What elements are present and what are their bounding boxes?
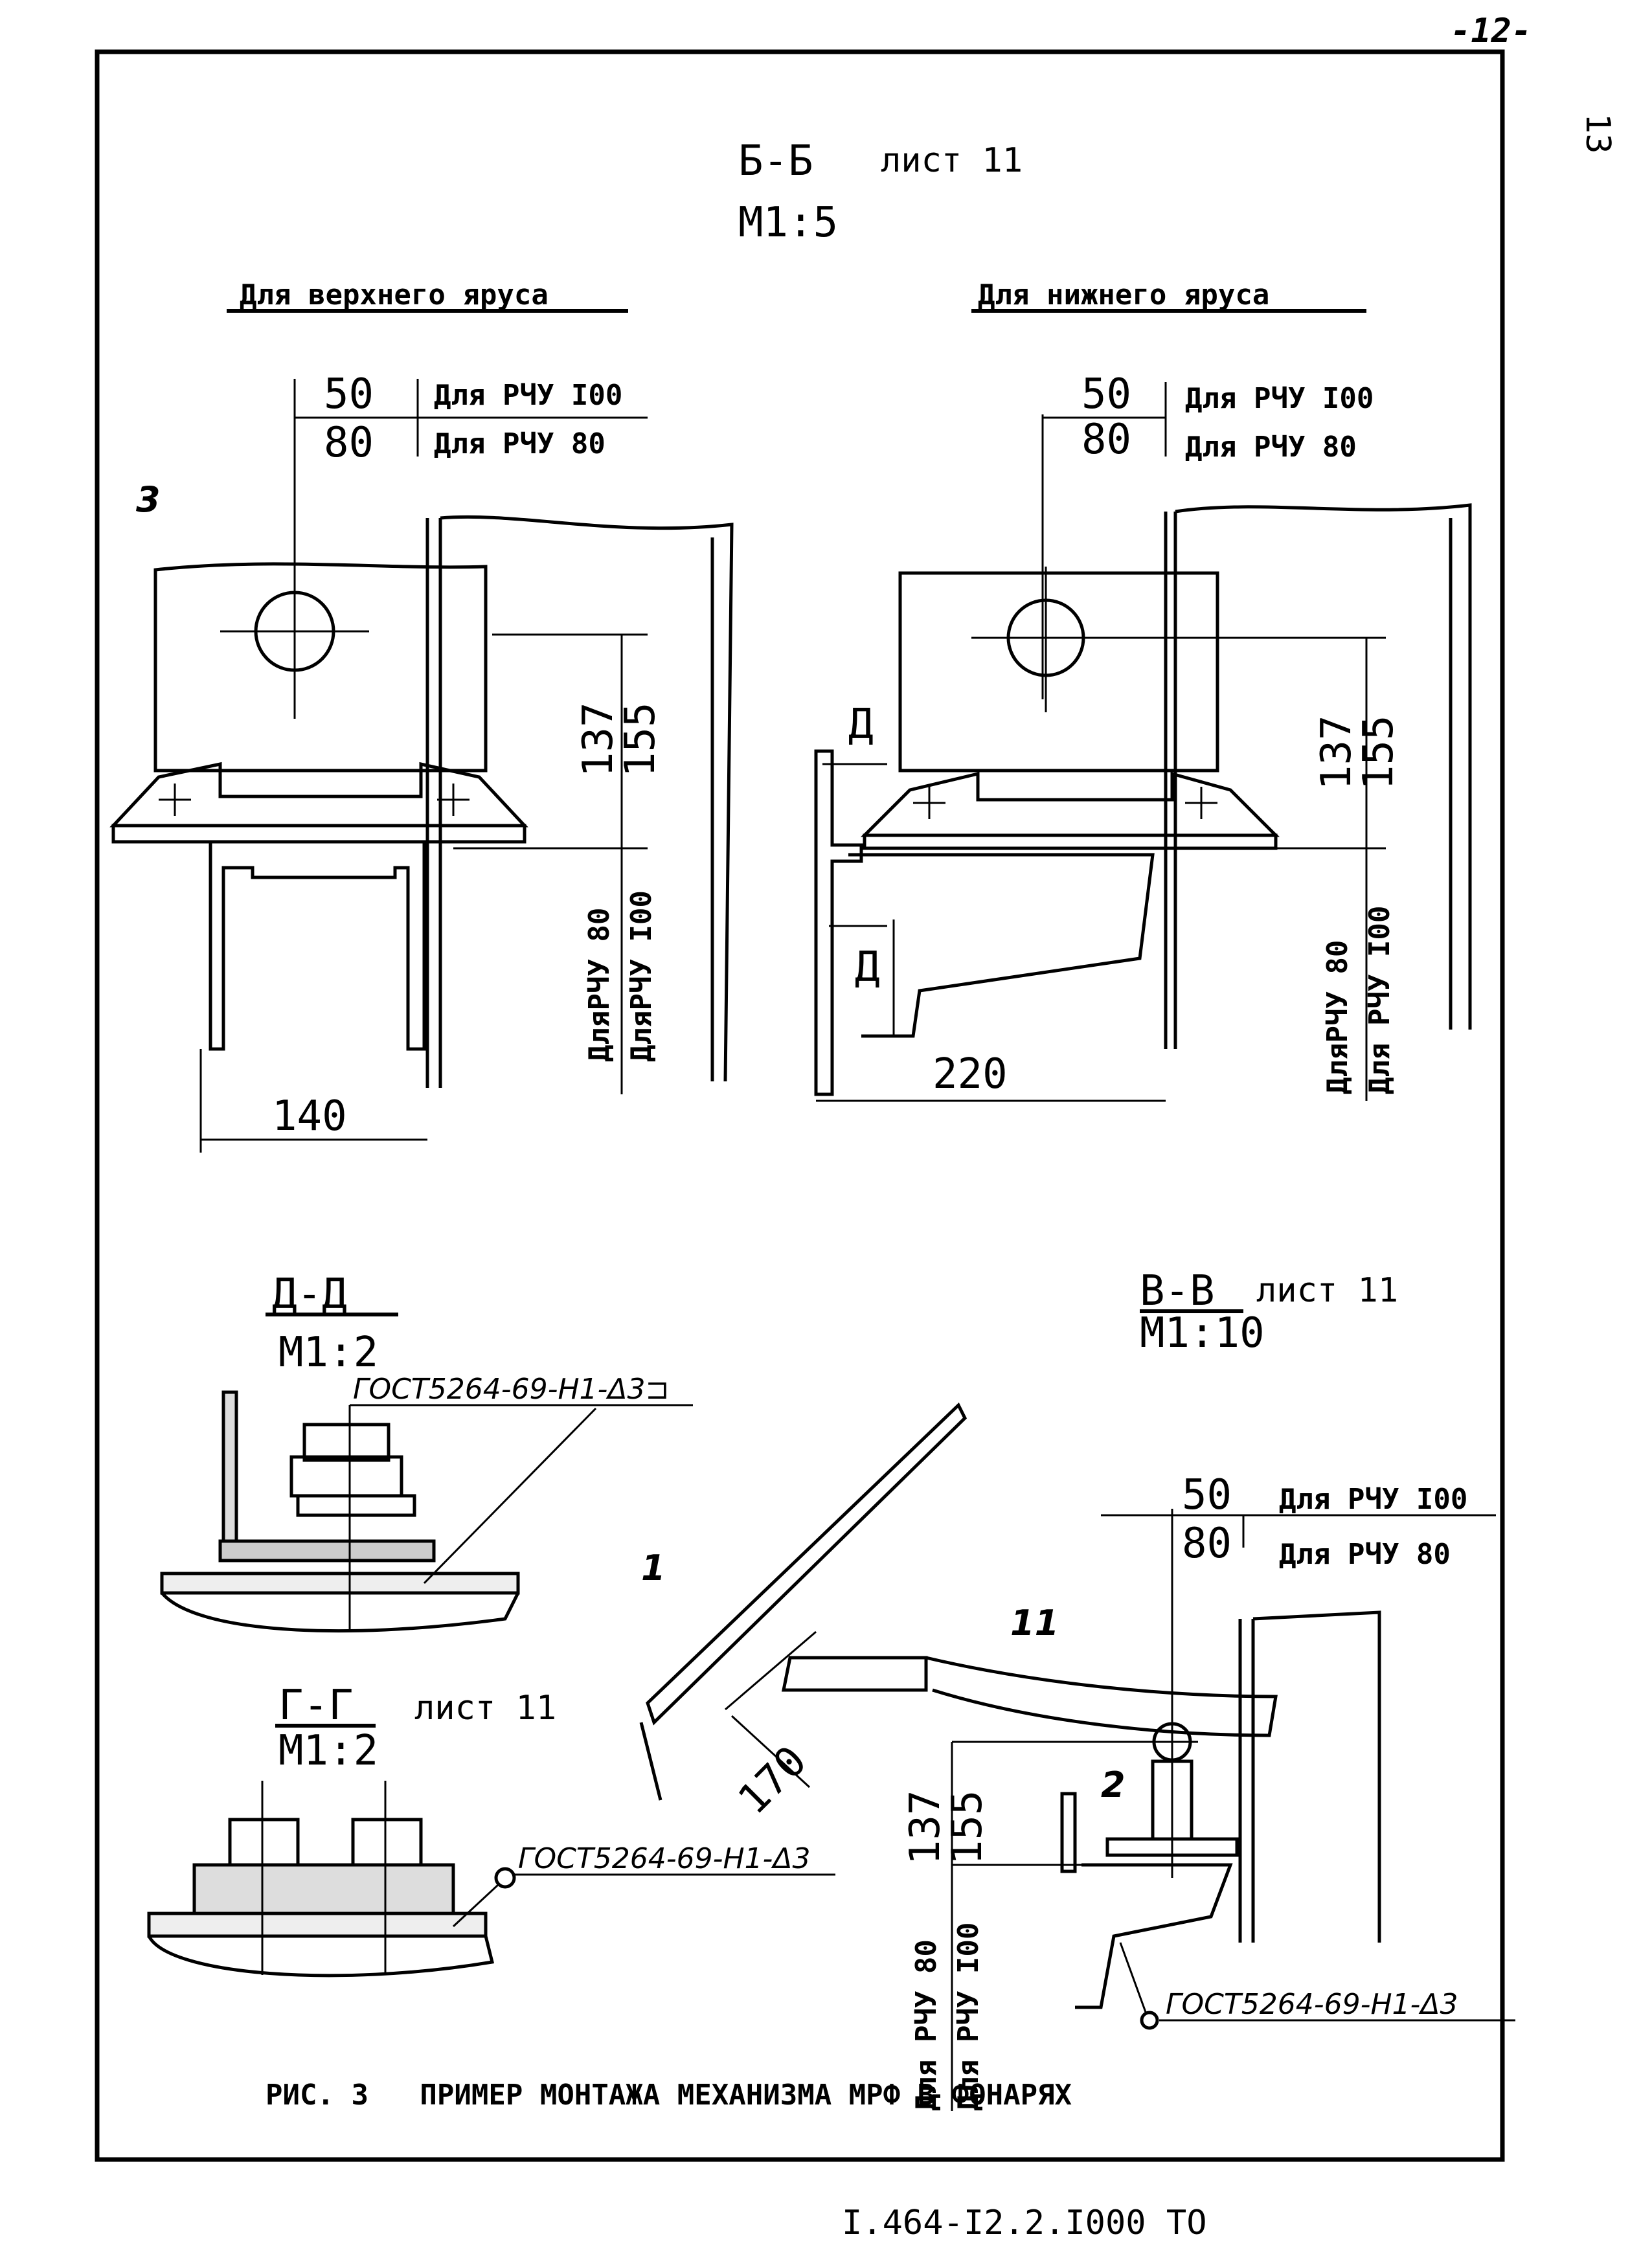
lower-vdim-155: 155	[1355, 715, 1403, 790]
vv-vlabel-rchu80: Для РЧУ 80	[910, 1939, 943, 2111]
section-dd-drawing	[160, 1313, 693, 1633]
upper-dim-80: 80	[324, 419, 374, 467]
document-code: I.464-I2.2.I000 TO	[842, 2204, 1207, 2242]
dd-title: Д-Д	[272, 1270, 347, 1318]
vv-weld-note: ГОСТ5264-69-Н1-Δ3	[1166, 1988, 1458, 2021]
upper-heading: Для верхнего яруса	[240, 278, 549, 311]
upper-position-3: 3	[136, 479, 161, 520]
vv-dim-50: 50	[1182, 1471, 1232, 1519]
bb-scale: М1:5	[738, 199, 838, 247]
bb-title: Б-Б	[738, 137, 813, 185]
lower-tier-drawing	[814, 309, 1472, 1102]
lower-heading: Для нижнего яруса	[978, 278, 1269, 311]
sheet-corner-number: 13	[1578, 113, 1617, 154]
lower-dim-80: 80	[1081, 416, 1131, 464]
dd-scale: М1:2	[278, 1329, 378, 1377]
dd-weld-note: ГОСТ5264-69-Н1-Δ3⊐	[353, 1373, 669, 1406]
vv-label-rchu100: Для РЧУ I00	[1279, 1483, 1467, 1516]
vv-position-11: 11	[1010, 1603, 1059, 1643]
lower-cut-mark-bottom: Д	[855, 943, 880, 991]
vv-title: В-В	[1140, 1267, 1215, 1315]
vv-position-1: 1	[641, 1548, 666, 1588]
vv-dim-80: 80	[1182, 1520, 1232, 1568]
upper-vlabel-rchu80: ДляРЧУ 80	[583, 908, 616, 1062]
lower-vdim-137: 137	[1313, 715, 1361, 790]
upper-label-rchu100: Для РЧУ I00	[434, 379, 622, 412]
upper-vdim-137: 137	[574, 702, 622, 777]
lower-vlabel-rchu80: ДляРЧУ 80	[1321, 940, 1354, 1094]
lower-dim-50: 50	[1081, 370, 1131, 418]
vv-label-rchu80: Для РЧУ 80	[1279, 1538, 1451, 1571]
upper-label-rchu80: Для РЧУ 80	[434, 427, 605, 460]
lower-hdim-220: 220	[933, 1050, 1008, 1098]
lower-cut-mark-top: Д	[848, 701, 874, 749]
vv-scale: М1:10	[1140, 1309, 1265, 1357]
figure-caption: РИС. 3 ПРИМЕР МОНТАЖА МЕХАНИЗМА МРФ В ФО…	[266, 2079, 1072, 2112]
upper-vlabel-rchu100: ДляРЧУ I00	[625, 890, 658, 1062]
vv-ref: лист 11	[1256, 1271, 1398, 1310]
lower-label-rchu100: Для РЧУ I00	[1185, 382, 1374, 415]
lower-label-rchu80: Для РЧУ 80	[1185, 431, 1357, 464]
vv-vdim-155: 155	[944, 1790, 991, 1865]
vv-position-2: 2	[1101, 1765, 1126, 1805]
gg-title: Г-Г	[278, 1682, 354, 1730]
upper-hdim-140: 140	[272, 1092, 347, 1140]
section-vv-drawing	[639, 1309, 1515, 2111]
page-number: -12-	[1451, 12, 1532, 51]
upper-tier-drawing	[109, 309, 734, 1153]
bb-ref: лист 11	[881, 141, 1023, 180]
drawing-frame	[95, 49, 1505, 2162]
vv-dim-170: 170	[729, 1737, 816, 1824]
upper-dim-50: 50	[324, 370, 374, 418]
upper-vdim-155: 155	[617, 702, 664, 777]
section-gg-drawing	[147, 1724, 835, 1978]
lower-vlabel-rchu100: Для РЧУ I00	[1363, 906, 1396, 1094]
gg-scale: М1:2	[278, 1727, 378, 1775]
vv-vdim-137: 137	[901, 1790, 949, 1865]
vv-vlabel-rchu100: Для РЧУ I00	[952, 1923, 985, 2111]
gg-weld-note: ГОСТ5264-69-Н1-Δ3	[518, 1842, 811, 1875]
gg-ref: лист 11	[414, 1689, 556, 1728]
